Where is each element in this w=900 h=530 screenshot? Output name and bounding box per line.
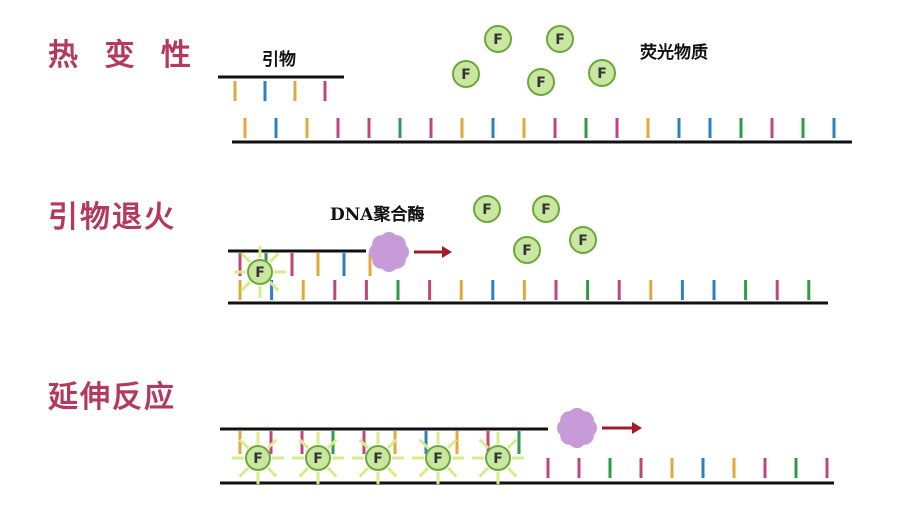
fluorophore-letter: F (255, 265, 265, 281)
fluorophore-glow (358, 466, 370, 478)
fluorophore-glow (418, 438, 430, 450)
free-fluorophore (532, 195, 560, 223)
fluorophore-glow (266, 438, 278, 450)
free-fluorophore (546, 25, 574, 53)
fluorophore-letter: F (253, 451, 263, 467)
fluorophore-letter: F (541, 202, 551, 218)
free-fluorophore (527, 68, 555, 96)
stage-title-extension: 延伸反应 (48, 380, 176, 415)
fluorophore-letter: F (482, 202, 492, 218)
released-fluorophore (485, 445, 511, 471)
fluorophore-glow (240, 280, 252, 292)
free-fluorophore (484, 25, 512, 53)
free-fluorophore (569, 226, 597, 254)
released-fluorophore (305, 445, 331, 471)
fluorophore-glow (478, 466, 490, 478)
fluorophore-letter: F (555, 32, 565, 48)
fluorophore-letter: F (578, 233, 588, 249)
polymerase-enzyme (376, 239, 402, 265)
polymerase-label: DNA聚合酶 (330, 205, 425, 225)
stage-title-annealing: 引物退火 (48, 200, 176, 235)
fluorophore-letter: F (597, 66, 607, 82)
fluorophore-label: 荧光物质 (640, 43, 708, 63)
fluorophore-glow (298, 438, 310, 450)
free-fluorophore (588, 59, 616, 87)
released-fluorophore (245, 445, 271, 471)
fluorophore-glow (326, 466, 338, 478)
fluorophore-letter: F (536, 75, 546, 91)
fluorophore-glow (326, 438, 338, 450)
fluorophore-glow (478, 438, 490, 450)
released-fluorophore (365, 445, 391, 471)
polymerase-enzyme (564, 415, 590, 441)
fluorophore-letter: F (313, 451, 323, 467)
released-fluorophore (425, 445, 451, 471)
free-fluorophore (452, 60, 480, 88)
fluorophore-letter: F (433, 451, 443, 467)
fluorophore-glow (506, 438, 518, 450)
fluorophore-glow (266, 466, 278, 478)
fluorophore-glow (358, 438, 370, 450)
direction-arrow (442, 246, 452, 258)
free-fluorophore (513, 236, 541, 264)
fluorophore-glow (238, 438, 250, 450)
fluorophore-glow (268, 252, 280, 264)
fluorophore-glow (446, 466, 458, 478)
fluorophore-letter: F (373, 451, 383, 467)
fluorophore-glow (240, 252, 252, 264)
free-fluorophore (473, 195, 501, 223)
probe-fluorophore (247, 259, 273, 285)
fluorophore-glow (506, 466, 518, 478)
fluorophore-glow (386, 438, 398, 450)
fluorophore-glow (238, 466, 250, 478)
fluorophore-glow (446, 438, 458, 450)
fluorophore-glow (386, 466, 398, 478)
fluorophore-glow (418, 466, 430, 478)
fluorophore-letter: F (522, 243, 532, 259)
fluorophore-glow (298, 466, 310, 478)
direction-arrow (632, 422, 642, 434)
fluorophore-letter: F (493, 451, 503, 467)
fluorophore-letter: F (493, 32, 503, 48)
fluorophore-letter: F (461, 67, 471, 83)
stage-title-denaturation: 热 变 性 (48, 38, 199, 73)
fluorophore-glow (268, 280, 280, 292)
primer-label: 引物 (262, 50, 296, 70)
